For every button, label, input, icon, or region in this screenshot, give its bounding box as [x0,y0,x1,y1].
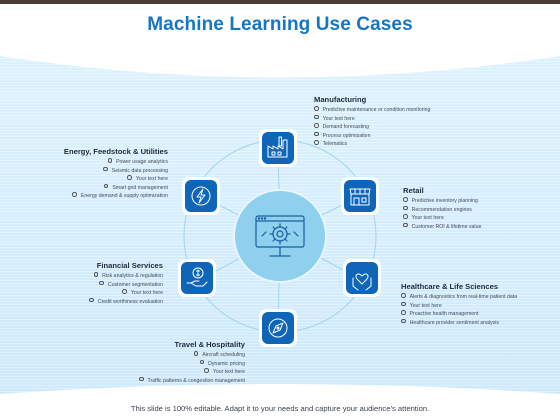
factory-icon [267,136,288,158]
center-hub [233,189,327,283]
segment-list: Predictive inventory planning Recommenda… [403,197,481,231]
list-item: Predictive inventory planning [403,197,481,206]
segment-list: Predictive maintenance or condition moni… [314,106,430,149]
segment-title: Retail [403,186,424,195]
monitor-gear-icon [255,215,305,257]
node-manufacturing [259,129,297,167]
list-item: Your text here [64,175,168,184]
list-item: Healthcare provider sentiment analysis [401,318,517,328]
list-item: Aircraft scheduling [139,351,245,360]
node-retail [341,177,379,215]
list-item: Traffic patterns & congestion management [138,376,245,386]
hands-heart-icon [352,273,372,291]
list-item: Your text here [89,289,163,298]
list-item: Dynamic pricing [139,359,245,369]
list-item: Your text here [403,214,481,223]
list-item: Your text here [314,114,430,124]
segment-travel: Travel & Hospitality Aircraft scheduling… [138,340,245,386]
segment-title: Travel & Hospitality [174,340,245,349]
footer-note: This slide is 100% editable. Adapt it to… [130,404,430,413]
segment-list: Risk analytics & regulation Customer seg… [89,272,163,306]
lightning-icon [191,186,211,206]
segment-title: Healthcare & Life Sciences [401,282,499,291]
list-item: Seismic data processing [64,166,168,176]
top-bar [0,0,560,4]
list-item: Alerts & diagnostics from real-time pati… [401,293,517,302]
list-item: Customer ROI & lifetime value [403,222,481,232]
list-item: Smart grid management [64,183,168,193]
segment-list: Aircraft scheduling Dynamic pricing Your… [138,351,245,386]
list-item: Credit worthiness evaluation [89,297,163,307]
list-item: Power usage analytics [64,158,168,167]
page-title: Machine Learning Use Cases [147,14,413,35]
compass-icon [268,318,288,338]
list-item: Your text here [139,368,245,377]
list-item: Energy demand & supply optimization [64,192,168,201]
list-item: Telematics [314,140,430,149]
store-icon [349,188,371,206]
segment-title: Manufacturing [314,95,367,104]
node-financial [178,259,216,297]
list-item: Predictive maintenance or condition moni… [314,106,430,115]
segment-list: Alerts & diagnostics from real-time pati… [401,293,517,327]
node-travel [259,309,297,347]
segment-title: Financial Services [96,261,163,270]
list-item: Risk analytics & regulation [89,272,163,281]
list-item: Process optimization [314,131,430,141]
node-healthcare [343,259,381,297]
background [0,4,560,420]
list-item: Customer segmentation [89,280,163,290]
segment-manufacturing: Manufacturing Predictive maintenance or … [314,95,430,149]
segment-title: Energy, Feedstock & Utilities [63,147,168,156]
list-item: Demand forecasting [314,123,430,132]
list-item: Proactive health management [401,310,517,319]
list-item: Recommendation engines [403,205,481,215]
segment-financial: Financial Services Risk analytics & regu… [89,261,163,306]
segment-list: Power usage analytics Seismic data proce… [64,158,168,201]
list-item: Your text here [401,301,517,311]
segment-healthcare: Healthcare & Life Sciences Alerts & diag… [401,282,517,327]
hand-coin-icon [186,267,208,287]
segment-retail: Retail Predictive inventory planning Rec… [403,186,481,231]
node-energy [182,177,220,215]
segment-energy: Energy, Feedstock & Utilities Power usag… [64,147,168,201]
